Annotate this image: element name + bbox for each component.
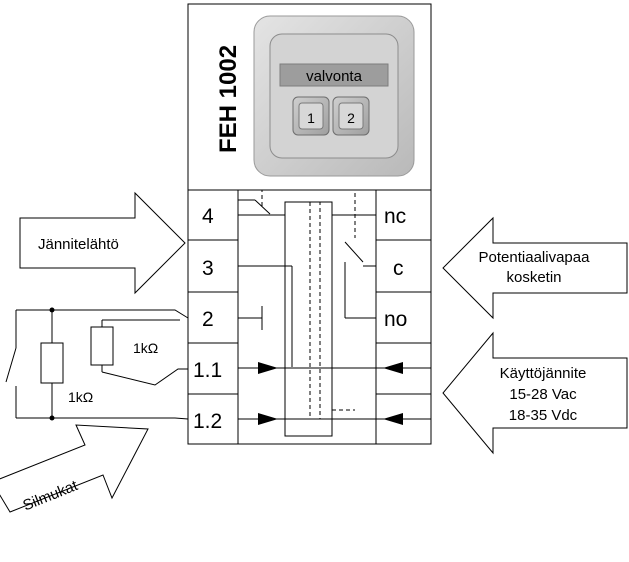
supply-voltage-label-3: 18-35 Vdc	[509, 407, 578, 424]
supply-voltage-label-1: Käyttöjännite	[500, 365, 587, 382]
supply-voltage-arrow: Käyttöjännite 15-28 Vac 18-35 Vdc	[442, 331, 628, 455]
potential-free-label-1: Potentiaalivapaa	[479, 249, 591, 266]
resistor-outer-label: 1kΩ	[68, 389, 93, 405]
terminal-1-2: 1.2	[193, 410, 222, 433]
resistor-outer	[40, 342, 64, 384]
loop-circuit	[5, 309, 189, 420]
panel-label: valvonta	[306, 68, 363, 85]
terminal-c: c	[393, 257, 404, 280]
terminal-nc: nc	[384, 205, 406, 228]
resistor-inner	[90, 326, 114, 366]
junction-dots	[49, 307, 55, 421]
resistor-inner-label: 1kΩ	[133, 340, 158, 356]
signal-arrows	[258, 362, 403, 425]
svg-text:1: 1	[307, 110, 315, 126]
terminal-no: no	[384, 308, 407, 331]
loops-arrow: Silmukat	[0, 424, 149, 514]
panel-button-1: 1	[292, 96, 330, 136]
relay-linkage-dashed	[261, 189, 356, 420]
voltage-output-arrow: Jännitelähtö	[19, 191, 186, 295]
terminal-3: 3	[202, 257, 214, 280]
device-panel-image: valvonta 1 2	[253, 15, 415, 177]
svg-text:2: 2	[347, 110, 355, 126]
potential-free-contact-arrow: Potentiaalivapaa kosketin	[442, 216, 628, 320]
terminal-block	[188, 190, 431, 444]
terminal-2: 2	[202, 308, 214, 331]
terminal-4: 4	[202, 205, 214, 228]
device-model-label: FEH 1002	[215, 45, 242, 153]
potential-free-label-2: kosketin	[506, 269, 561, 286]
terminal-1-1: 1.1	[193, 359, 222, 382]
panel-button-2: 2	[332, 96, 370, 136]
voltage-output-label: Jännitelähtö	[38, 236, 119, 253]
supply-voltage-label-2: 15-28 Vac	[509, 386, 577, 403]
